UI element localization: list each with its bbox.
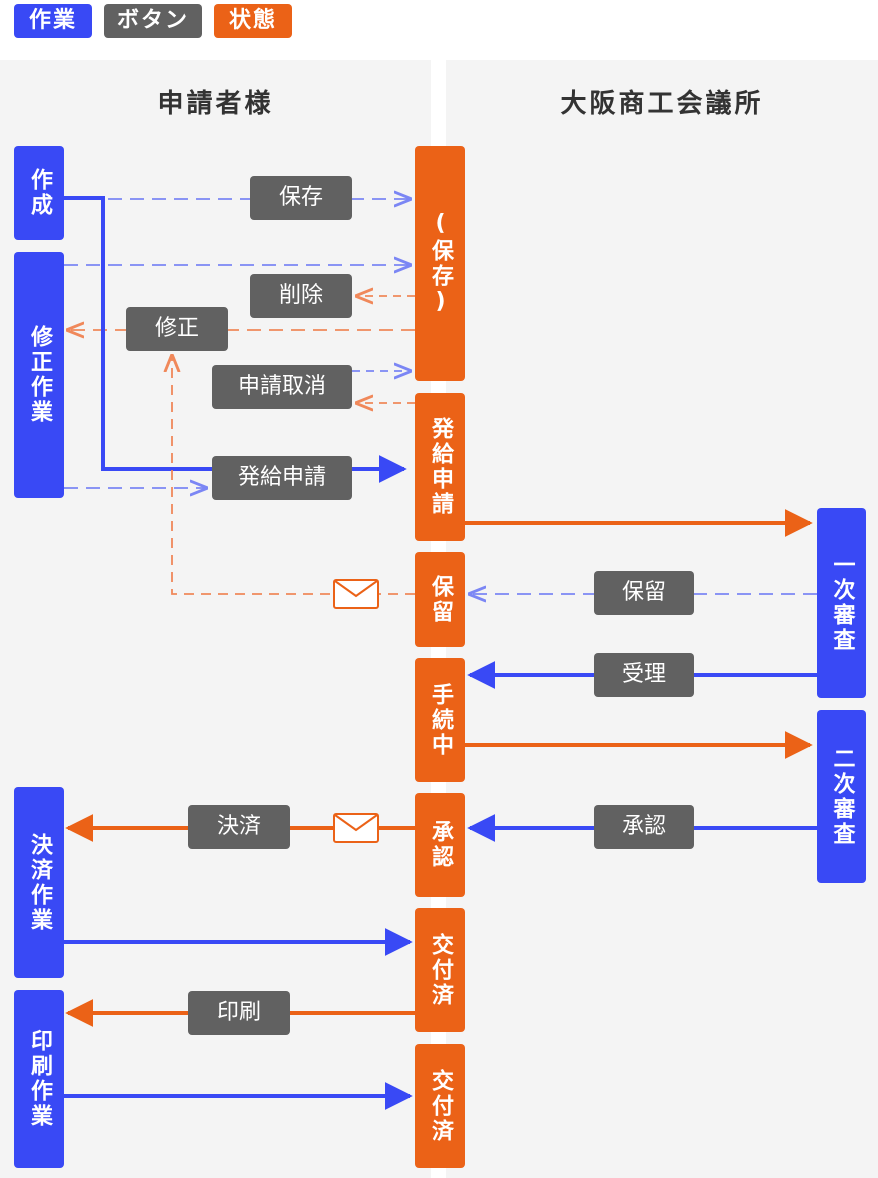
state-issued-1-label: 交付済 xyxy=(428,932,453,1008)
hold-button[interactable]: 保留 xyxy=(594,571,694,615)
applicant-lane-title: 申請者様 xyxy=(157,89,274,119)
task-create-label: 作成 xyxy=(27,168,52,218)
legend-state: 状態 xyxy=(214,4,292,38)
envelope-icon xyxy=(333,579,379,609)
state-issued-2: 交付済 xyxy=(415,1044,465,1168)
hold-fix-dashed-line xyxy=(172,356,415,595)
create-apply-line xyxy=(64,196,407,483)
state-processing: 手続中 xyxy=(415,658,465,782)
task-edit[interactable]: 修正作業 xyxy=(14,252,64,498)
fix-button[interactable]: 修正 xyxy=(126,307,228,351)
state-approved: 承認 xyxy=(415,793,465,897)
state-hold: 保留 xyxy=(415,552,465,647)
chamber-lane xyxy=(446,60,878,1178)
state-issued-1: 交付済 xyxy=(415,908,465,1032)
state-applied: 発給申請 xyxy=(415,393,465,541)
legend-task: 作業 xyxy=(14,4,92,38)
legend-button: ボタン xyxy=(104,4,202,38)
accept-button[interactable]: 受理 xyxy=(594,653,694,697)
state-applied-label: 発給申請 xyxy=(428,417,453,517)
task-edit-label: 修正作業 xyxy=(27,325,52,425)
task-payment[interactable]: 決済作業 xyxy=(14,787,64,978)
envelope-icon xyxy=(333,813,379,843)
task-payment-label: 決済作業 xyxy=(27,832,52,933)
task-print[interactable]: 印刷作業 xyxy=(14,990,64,1168)
approve-button[interactable]: 承認 xyxy=(594,805,694,849)
task-review1[interactable]: 一次審査 xyxy=(817,508,866,698)
apply-button[interactable]: 発給申請 xyxy=(212,456,352,500)
cancel-application-button[interactable]: 申請取消 xyxy=(212,365,352,409)
state-processing-label: 手続中 xyxy=(428,682,453,758)
save-button[interactable]: 保存 xyxy=(250,176,352,220)
task-review2-label: 二次審査 xyxy=(829,746,855,847)
state-saved: (保存) xyxy=(415,146,465,381)
task-print-label: 印刷作業 xyxy=(27,1029,52,1129)
chamber-lane-title: 大阪商工会議所 xyxy=(560,89,764,119)
state-saved-label: (保存) xyxy=(428,210,453,317)
state-approved-label: 承認 xyxy=(428,820,453,870)
task-review2[interactable]: 二次審査 xyxy=(817,710,866,883)
state-issued-2-label: 交付済 xyxy=(428,1068,453,1144)
task-create[interactable]: 作成 xyxy=(14,146,64,240)
print-button[interactable]: 印刷 xyxy=(188,991,290,1035)
delete-button[interactable]: 削除 xyxy=(250,274,352,318)
state-hold-label: 保留 xyxy=(428,574,453,625)
task-review1-label: 一次審査 xyxy=(829,553,855,653)
pay-button[interactable]: 決済 xyxy=(188,805,290,849)
